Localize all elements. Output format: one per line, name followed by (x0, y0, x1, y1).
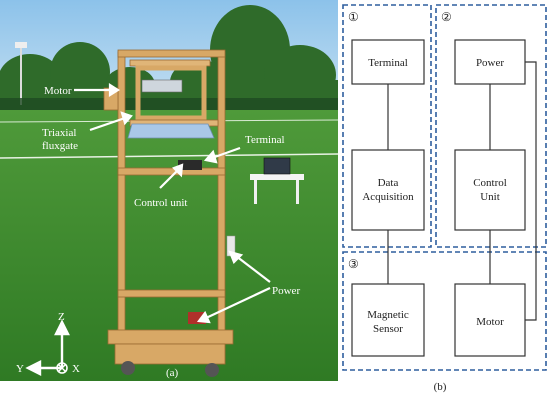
experiment-photo: Motor Triaxial fluxgate Terminal Control… (0, 0, 338, 381)
group-1-marker: ① (348, 10, 359, 24)
control-unit-label: Control unit (134, 197, 187, 209)
motor-device (141, 79, 183, 93)
magnetic-sensor-label-line1: Magnetic (367, 309, 409, 321)
control-unit-device (178, 160, 202, 170)
axis-indicator (25, 319, 70, 376)
fluxgate-plate (127, 123, 215, 139)
fluxgate-arrow (89, 116, 126, 132)
motor-label: Motor (44, 85, 72, 97)
data-acquisition-box (351, 149, 425, 231)
control-unit-arrow (159, 169, 179, 189)
wooden-frame (103, 49, 234, 365)
laptop (263, 157, 291, 175)
terminal-table (250, 157, 304, 204)
control-unit-label-line1: Control (473, 177, 507, 189)
motor-box (454, 283, 526, 357)
control-unit-box (454, 149, 526, 231)
control-unit-label-line2: Unit (480, 191, 500, 203)
power-box-label: Power (476, 57, 504, 69)
wheel (121, 361, 135, 375)
light-pole (20, 45, 22, 105)
photo-caption: (a) (166, 367, 179, 379)
power-arrow-upper (235, 255, 271, 283)
terminal-box (351, 39, 425, 85)
block-diagram: ① ② ③ Terminal Power Data Acquisition Co… (342, 4, 547, 393)
magnetic-sensor-box (351, 283, 425, 357)
power-arrow-lower (205, 287, 271, 319)
fluxgate-label-line1: Triaxial (42, 127, 76, 139)
group-1-region (342, 4, 432, 248)
fence (0, 98, 338, 112)
magnetic-sensor-label-line2: Sensor (373, 323, 403, 335)
terminal-box-label: Terminal (368, 57, 408, 69)
fluxgate-label-line2: fluxgate (42, 140, 78, 152)
terminal-label: Terminal (245, 134, 285, 146)
group-3-marker: ③ (348, 257, 359, 271)
wheel (205, 363, 219, 377)
power-box (454, 39, 526, 85)
terminal-arrow (211, 146, 241, 160)
axis-x-label: X (72, 363, 80, 375)
group-2-marker: ② (441, 10, 452, 24)
diagram-caption: (b) (434, 381, 447, 393)
axis-y-label: Y (16, 363, 24, 375)
connectors (387, 61, 537, 321)
power-to-motor-line (525, 61, 537, 321)
data-acquisition-label-line2: Acquisition (362, 191, 414, 203)
axis-z-label: Z (58, 311, 65, 323)
power-label: Power (272, 285, 300, 297)
motor-box-label: Motor (476, 316, 504, 328)
data-acquisition-label-line1: Data (378, 177, 399, 189)
